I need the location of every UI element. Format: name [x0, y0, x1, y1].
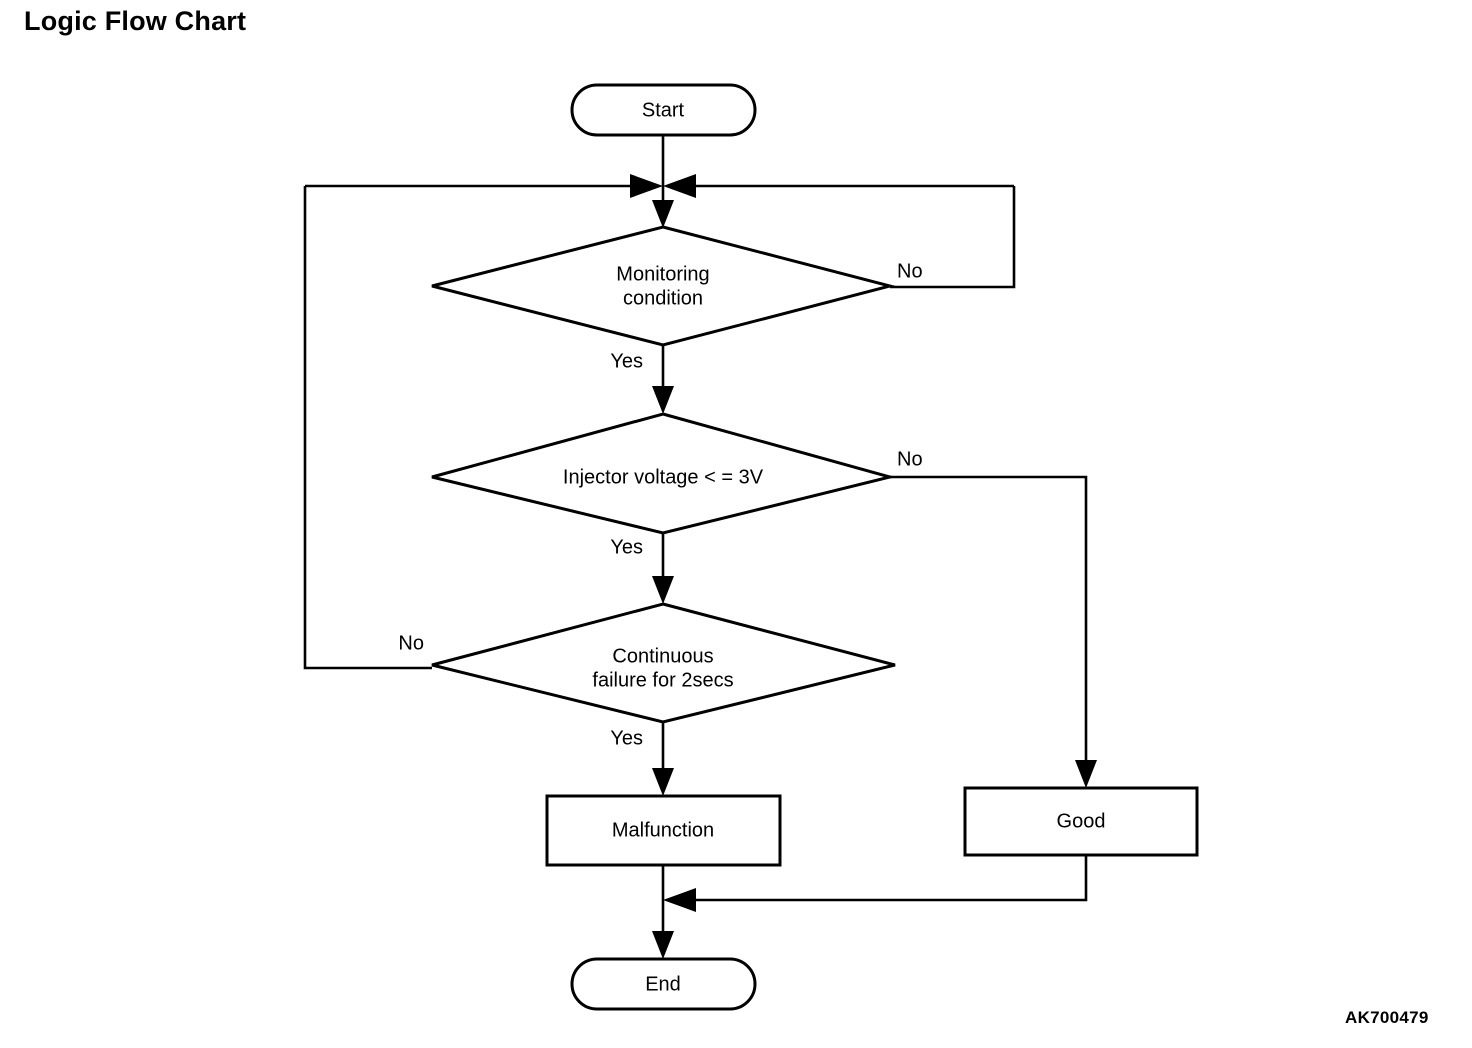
edge-label-yes-3: Yes [610, 727, 643, 749]
edge-decision2-no [890, 475, 1097, 788]
node-decision-monitoring-condition[interactable]: Monitoring condition [431, 225, 896, 347]
edge-merge-bar [305, 174, 1014, 198]
reference-code: AK700479 [1345, 1008, 1429, 1027]
edge-label-no-1: No [897, 260, 923, 282]
edge-decision2-yes [652, 533, 674, 604]
node-decision1-label-line1: Monitoring [616, 263, 709, 285]
edge-label-no-3: No [398, 632, 424, 654]
edge-decision3-no [303, 186, 432, 670]
edge-decision1-yes [652, 345, 674, 414]
edge-label-no-2: No [897, 448, 923, 470]
node-decision1-label-line2: condition [623, 287, 703, 309]
node-decision3-label-line2: failure for 2secs [592, 669, 733, 691]
page-title: Logic Flow Chart [24, 6, 247, 36]
node-good[interactable]: Good [963, 786, 1199, 857]
edge-label-yes-1: Yes [610, 350, 643, 372]
edge-decision3-yes [652, 722, 674, 796]
edge-label-yes-2: Yes [610, 536, 643, 558]
edge-good-to-end [663, 855, 1088, 912]
node-start-label: Start [642, 99, 685, 121]
edge-decision1-no [890, 186, 1016, 289]
node-good-label: Good [1057, 810, 1106, 832]
edge-malfunction-to-end [652, 865, 674, 959]
node-end-label: End [645, 973, 681, 995]
node-start[interactable]: Start [570, 83, 757, 137]
node-decision-injector-voltage[interactable]: Injector voltage < = 3V [431, 412, 896, 535]
node-decision-continuous-failure[interactable]: Continuous failure for 2secs [431, 602, 896, 724]
node-malfunction-label: Malfunction [612, 819, 714, 841]
node-decision2-label-line1: Injector voltage < = 3V [563, 466, 764, 488]
node-decision3-label-line1: Continuous [612, 645, 713, 667]
node-end[interactable]: End [570, 957, 757, 1011]
node-malfunction[interactable]: Malfunction [545, 794, 782, 867]
edge-merge-to-decision1 [652, 186, 674, 228]
